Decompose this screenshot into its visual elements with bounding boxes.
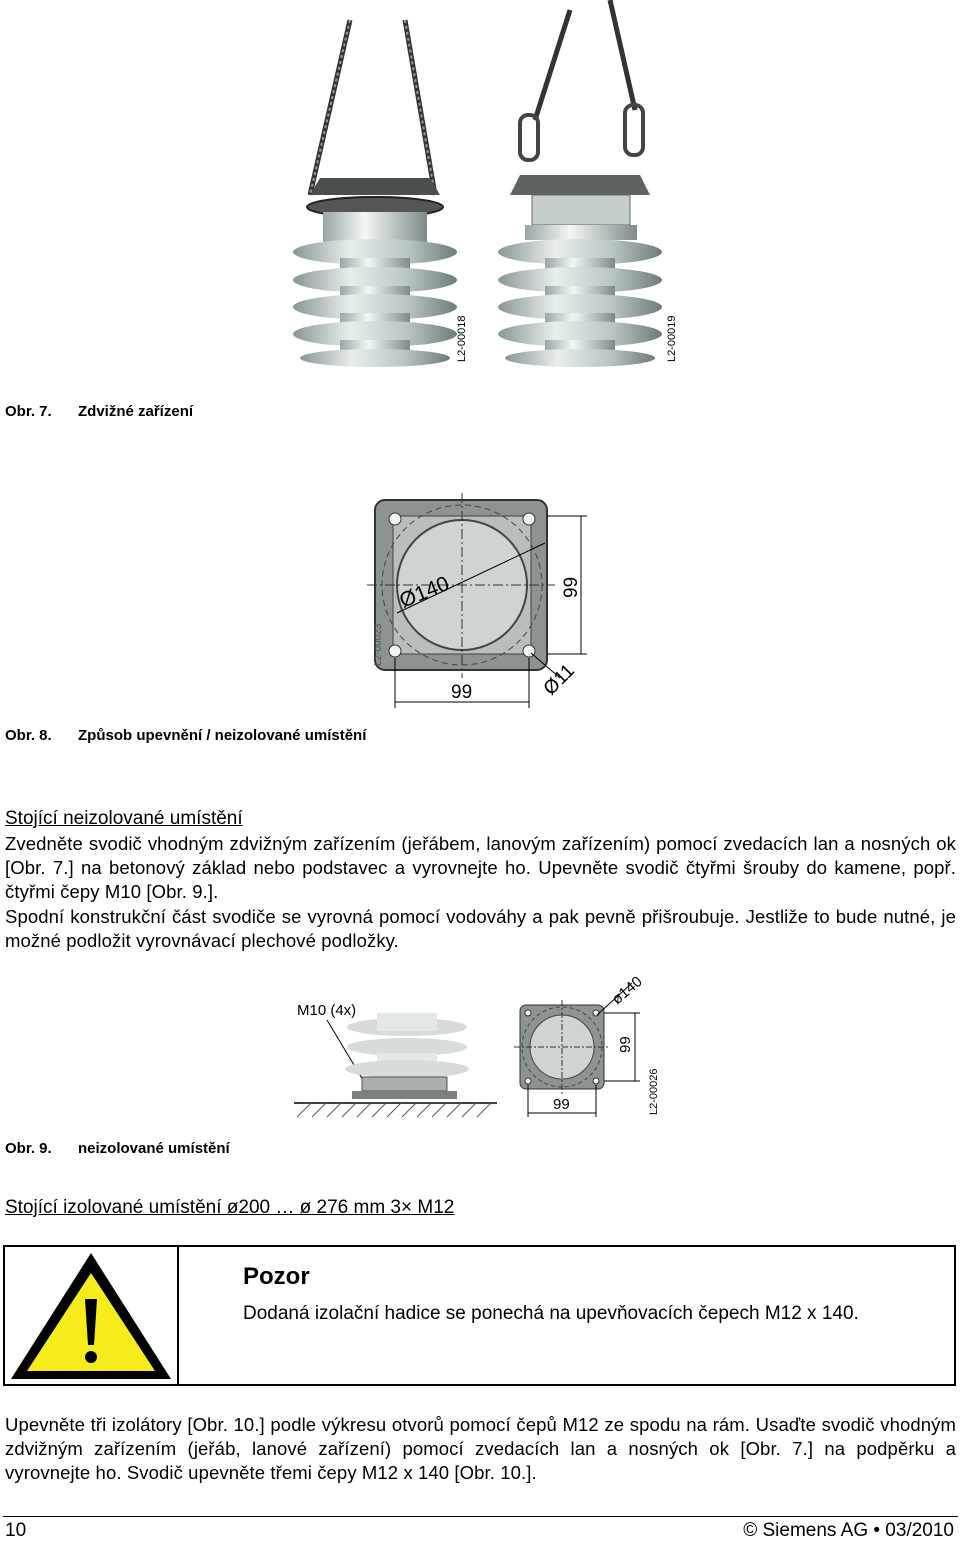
figure-7-caption: Obr. 7. Zdvižné zařízení	[5, 403, 193, 420]
warning-icon-cell	[5, 1247, 179, 1384]
section-heading-insulated: Stojící izolované umístění ø200 … ø 276 …	[5, 1197, 455, 1218]
caption-text: Způsob upevnění / neizolované umístění	[78, 727, 367, 744]
figure-code: L2-00026	[648, 1069, 660, 1116]
figure-code-right: L2-00019	[666, 316, 678, 363]
section-heading-uninsulated: Stojící neizolované umístění	[5, 808, 243, 829]
width-dim-label: 99	[451, 682, 472, 703]
warning-text: Dodaná izolační hadice se ponechá na upe…	[243, 1303, 859, 1324]
caption-number: Obr. 9.	[5, 1140, 52, 1157]
figure-code: L2-00023	[373, 623, 384, 666]
warning-triangle-icon	[11, 1253, 171, 1379]
paragraph-lifting-instructions: Zvedněte svodič vhodným zdvižným zařízen…	[5, 833, 956, 902]
warning-title: Pozor	[243, 1263, 310, 1290]
copyright-notice: © Siemens AG • 03/2010	[743, 1520, 954, 1541]
height-dim-label: 99	[561, 577, 582, 598]
figure-8-caption: Obr. 8. Způsob upevnění / neizolované umí…	[5, 727, 366, 744]
caption-text: Zdvižné zařízení	[78, 403, 194, 420]
arrester-left	[293, 19, 457, 367]
warning-box: Pozor Dodaná izolační hadice se ponechá …	[3, 1245, 956, 1386]
height-dim-label: 99	[617, 1036, 634, 1053]
paragraph-leveling-instructions: Spodní konstrukční část svodiče se vyrov…	[5, 906, 956, 951]
caption-text: neizolované umístění	[78, 1140, 230, 1157]
figure-7-lifting-device: L2-00018 L2-00019	[280, 0, 700, 370]
arrester-lifting-illustration: L2-00018 L2-00019	[293, 0, 678, 367]
width-dim-label: 99	[553, 1096, 570, 1113]
diameter-label: ø140	[609, 973, 646, 1008]
page-number: 10	[5, 1520, 27, 1541]
base-plate-drawing: Ø140 99 99 Ø11 L2-00023	[367, 493, 587, 708]
arrester-right	[498, 0, 662, 367]
figure-code-left: L2-00018	[456, 316, 468, 363]
paragraph-insulated-instructions: Upevněte tři izolátory [Obr. 10.] podle …	[5, 1414, 956, 1483]
caption-number: Obr. 7.	[5, 403, 52, 420]
caption-number: Obr. 8.	[5, 727, 52, 744]
footer-divider	[3, 1516, 958, 1517]
uninsulated-mounting-drawing: M10 (4x) ø140 99	[294, 973, 660, 1118]
figure-9-caption: Obr. 9. neizolované umístění	[5, 1140, 230, 1157]
figure-9-uninsulated-drawing: M10 (4x) ø140 99	[292, 965, 672, 1125]
figure-8-mounting-drawing: Ø140 99 99 Ø11 L2-00023	[355, 488, 595, 713]
bolt-label: M10 (4x)	[297, 1002, 356, 1019]
